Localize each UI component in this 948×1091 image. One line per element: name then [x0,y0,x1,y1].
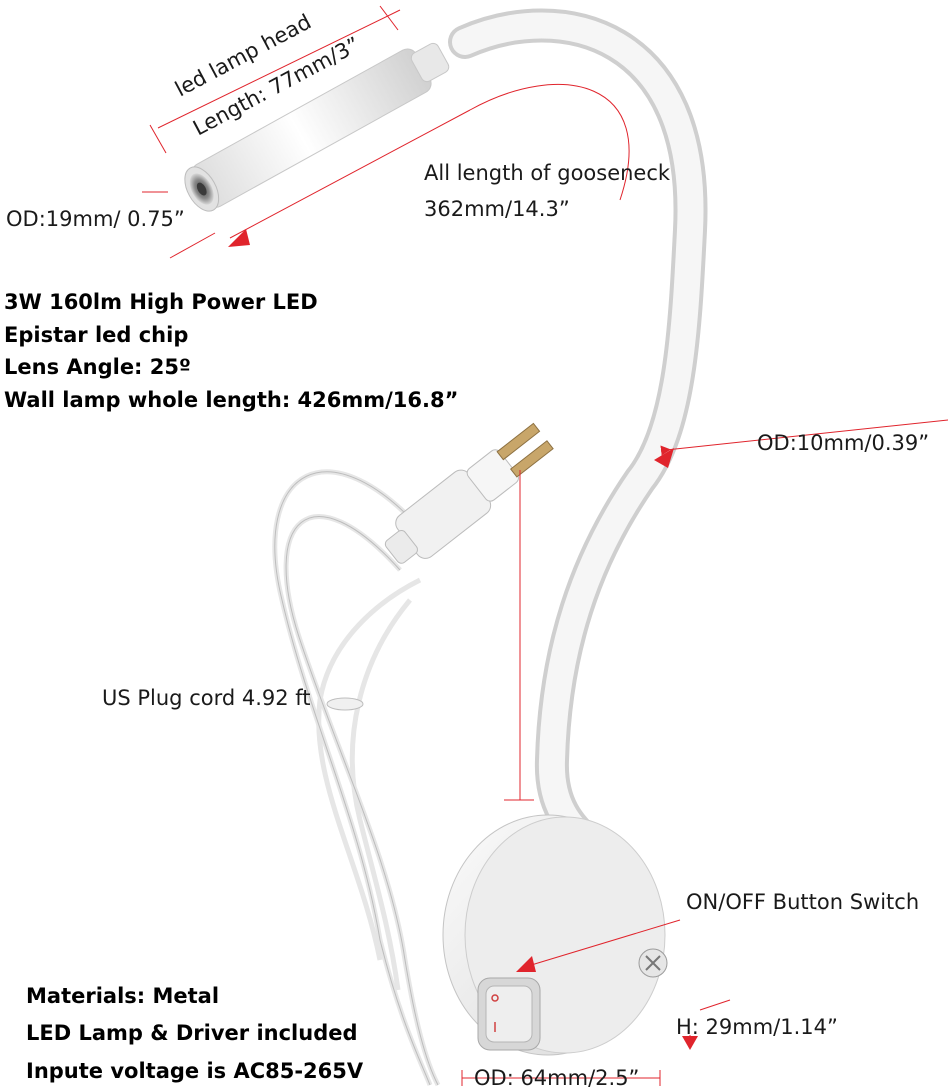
gooseneck-od-label: OD:10mm/0.39” [757,431,930,455]
feature-item: Materials: Metal [26,984,220,1008]
wall-base [442,814,668,1056]
feature-item: Inpute voltage is AC85-265V [26,1058,364,1083]
base-od-label: OD: 64mm/2.5” [474,1066,640,1090]
spec-item: Epistar led chip [4,322,189,347]
spec-item: Lens Angle: 25º [4,355,191,380]
dimension-arrows [228,229,698,1050]
spec-list: 3W 160lm High Power LED Epistar led chip… [4,286,458,416]
head-od-label: OD:19mm/ 0.75” [6,207,185,231]
gooseneck-length-label: All length of gooseneck [424,161,671,185]
plug-cord-label: US Plug cord 4.92 ft [102,686,311,710]
cord-tie [326,697,364,711]
switch-label: ON/OFF Button Switch [686,890,920,914]
us-plug [384,422,554,564]
dimension-lines [142,5,948,1086]
on-off-switch[interactable] [477,977,541,1051]
spec-item: 3W 160lm High Power LED [4,290,318,314]
lamp-head [184,42,450,212]
gooseneck-length-value: 362mm/14.3” [424,197,570,221]
feature-list: Materials: Metal LED Lamp & Driver inclu… [26,978,363,1090]
feature-item: LED Lamp & Driver included [26,1021,358,1046]
base-height-label: H: 29mm/1.14” [676,1015,838,1039]
gooseneck [448,8,708,862]
spec-item: Wall lamp whole length: 426mm/16.8” [4,387,459,412]
